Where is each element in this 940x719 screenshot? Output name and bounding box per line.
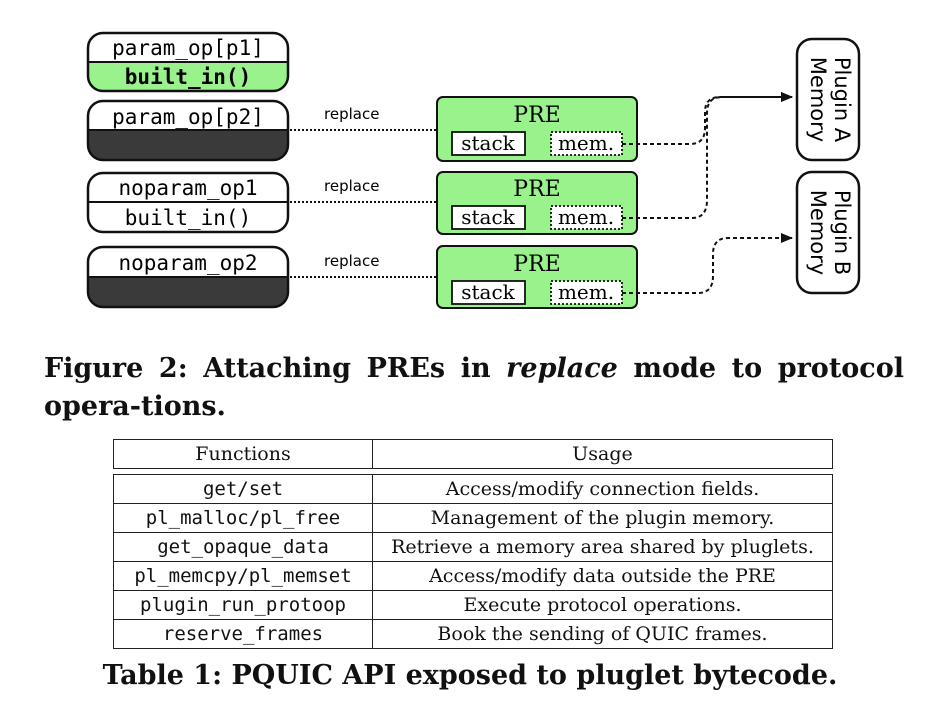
table-row: pl_malloc/pl_free Management of the plug… [113, 503, 833, 533]
usage-cell: Access/modify data outside the PRE [372, 561, 833, 591]
function-cell: plugin_run_protoop [113, 590, 373, 620]
pre-title: PRE [513, 177, 560, 202]
stack-label: stack [461, 205, 515, 229]
function-cell: pl_malloc/pl_free [113, 503, 373, 533]
header-functions: Functions [113, 439, 373, 469]
replace-label: replace [324, 105, 379, 123]
op-box-param-op-p2: param_op[p2] [86, 99, 290, 162]
table-row: plugin_run_protoop Execute protocol oper… [113, 590, 833, 620]
stack-label: stack [461, 280, 515, 304]
function-cell: get/set [113, 474, 373, 504]
plugin-a-memory: Plugin A Memory [795, 37, 861, 162]
pre-title: PRE [513, 103, 560, 128]
mem-label: mem. [558, 131, 614, 155]
table-header-row: Functions Usage [113, 439, 833, 469]
usage-cell: Retrieve a memory area shared by pluglet… [372, 532, 833, 562]
plugin-b-memory: Plugin B Memory [795, 170, 861, 295]
pre-title: PRE [513, 252, 560, 277]
pre-box-1: PRE stack mem. [436, 96, 638, 162]
table-caption: Table 1: PQUIC API exposed to pluglet by… [102, 660, 838, 691]
op-label: noparam_op1 [118, 176, 257, 200]
pre-attachment-diagram: param_op[p1] built_in() param_op[p2] nop… [86, 31, 861, 309]
op-label: param_op[p2] [112, 105, 264, 129]
replace-label: replace [324, 252, 379, 270]
replace-connectors [290, 129, 437, 278]
memory-label-line2: Memory [806, 190, 830, 275]
op-box-noparam-op1: noparam_op1 built_in() [86, 171, 290, 234]
mem-label: mem. [558, 205, 614, 229]
usage-cell: Book the sending of QUIC frames. [372, 619, 833, 649]
api-table: Functions Usage get/set Access/modify co… [113, 439, 833, 649]
function-cell: reserve_frames [113, 619, 373, 649]
table-row: get/set Access/modify connection fields. [113, 474, 833, 504]
table-row: reserve_frames Book the sending of QUIC … [113, 619, 833, 649]
usage-cell: Management of the plugin memory. [372, 503, 833, 533]
builtin-label: built_in() [125, 206, 251, 230]
op-box-param-op-p1: param_op[p1] built_in() [86, 31, 290, 93]
figure-caption-suffix: mode to protocol opera-tions. [44, 353, 904, 422]
usage-cell: Execute protocol operations. [372, 590, 833, 620]
builtin-label: built_in() [125, 65, 251, 89]
pre-box-2: PRE stack mem. [436, 171, 638, 235]
memory-label-line2: Memory [806, 57, 830, 142]
figure-caption-prefix: Figure 2: Attaching PREs in [44, 353, 491, 384]
op-label: param_op[p1] [112, 36, 264, 60]
table-row: pl_memcpy/pl_memset Access/modify data o… [113, 561, 833, 591]
replace-label: replace [324, 177, 379, 195]
figure-caption: Figure 2: Attaching PREs in replace mode… [44, 350, 904, 426]
memory-label-line1: Plugin A [830, 57, 854, 143]
mem-label: mem. [558, 280, 614, 304]
header-usage: Usage [372, 439, 833, 469]
usage-cell: Access/modify connection fields. [372, 474, 833, 504]
op-box-noparam-op2: noparam_op2 [86, 245, 290, 309]
pre-box-3: PRE stack mem. [436, 245, 638, 309]
function-cell: pl_memcpy/pl_memset [113, 561, 373, 591]
table-row: get_opaque_data Retrieve a memory area s… [113, 532, 833, 562]
stack-label: stack [461, 131, 515, 155]
op-label: noparam_op2 [118, 251, 257, 275]
figure-caption-emphasis: replace [506, 353, 618, 384]
memory-label-line1: Plugin B [830, 190, 854, 275]
function-cell: get_opaque_data [113, 532, 373, 562]
memory-arrows [622, 92, 793, 294]
